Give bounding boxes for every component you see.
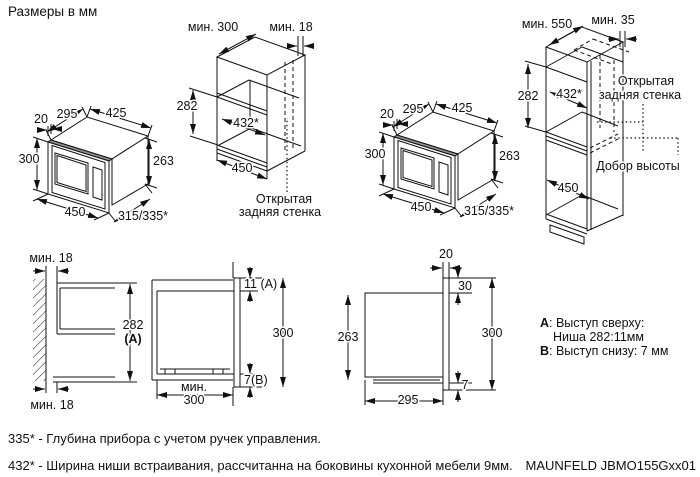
cabinet-profile <box>45 266 137 393</box>
dim-min-18-top: мин. 18 <box>29 251 72 265</box>
dim-282: 282 <box>518 89 539 103</box>
footnotes: 335* - Глубина прибора с учетом ручек уп… <box>8 431 696 473</box>
open-back-label-line1: Открытая <box>256 192 312 206</box>
dim-min-label: мин. <box>181 380 207 394</box>
dim-line-450 <box>36 198 99 219</box>
dim-11-A: 11 (A) <box>244 277 277 291</box>
dim-282: 282 <box>123 318 144 332</box>
dim-300: 300 <box>273 326 294 340</box>
wall-clearance-side-view: мин. 18 мин. 18 282 (A) <box>28 250 145 414</box>
dim-295: 295 <box>398 393 419 407</box>
legend-a-text: : Выступ сверху: <box>549 316 644 330</box>
dim-450: 450 <box>232 161 253 175</box>
dim-min-300-value: 300 <box>184 393 205 407</box>
oven-foot <box>164 368 176 375</box>
dim-line-295 <box>46 108 84 133</box>
wall-cabinet-niche-view: мин. 300 мин. 18 282 432* 450 Открытая з… <box>175 19 323 221</box>
dim-432: 432* <box>233 116 259 130</box>
dim-min-300: мин. 300 <box>188 20 238 34</box>
dim-425: 425 <box>106 106 127 120</box>
dim-line-432 <box>221 118 266 136</box>
dim-20: 20 <box>34 112 48 126</box>
open-back-dashed-lines <box>284 60 294 150</box>
dim-300: 300 <box>365 147 386 161</box>
oven-isometric-view-2: 20 295 425 300 263 450 315/335* <box>363 100 521 220</box>
dim-450: 450 <box>411 200 432 214</box>
dim-450: 450 <box>65 205 86 219</box>
dim-425: 425 <box>452 101 473 115</box>
dim-263: 263 <box>499 149 520 163</box>
oven-door-details <box>51 144 106 210</box>
dim-295: 295 <box>57 107 78 121</box>
dim-282-note-A: (A) <box>124 332 141 346</box>
oven-foot <box>212 368 224 375</box>
model-number: MAUNFELD JBMO155Gxx01 <box>526 458 697 473</box>
oven-body <box>364 292 444 378</box>
oven-side-view: 20 30 263 300 7 295 <box>336 246 504 409</box>
dim-line-450 <box>546 179 590 200</box>
legend-block: A : Выступ сверху: Ниша 282:11мм B : Выс… <box>539 315 670 360</box>
hidden-edges-dashed <box>573 38 630 154</box>
dim-263: 263 <box>153 154 174 168</box>
dim-line-min550 <box>548 25 584 46</box>
dim-300: 300 <box>19 152 40 166</box>
dim-30: 30 <box>458 279 472 293</box>
dim-line-depth <box>113 198 151 223</box>
niche-with-oven-side-view: 11 (A) 7(B) 300 мин. 300 <box>151 262 295 409</box>
page-title: Размеры в мм <box>8 4 97 19</box>
dim-20: 20 <box>439 247 453 261</box>
dim-line-425 <box>435 103 498 124</box>
dim-7: 7 <box>462 378 469 392</box>
dim-min-18-bottom: мин. 18 <box>30 398 73 412</box>
oven-door-panel <box>233 277 241 388</box>
legend-b-text: : Выступ снизу: 7 мм <box>549 344 668 358</box>
dim-300: 300 <box>482 326 503 340</box>
dim-line-450 <box>216 159 268 180</box>
open-back-label-line1: Открытая <box>618 74 674 88</box>
oven-isometric-view-1: 20 295 425 300 263 450 315/335* <box>17 105 175 225</box>
cabinet-top-face <box>544 26 625 63</box>
dim-min-550: мин. 550 <box>522 17 572 31</box>
dim-line-425 <box>89 108 152 129</box>
legend-b-label: B <box>540 344 549 358</box>
dim-line-min300 <box>218 33 257 55</box>
tall-cabinet-view: мин. 550 мин. 35 282 432* 450 Открытая з… <box>516 12 683 245</box>
dim-20: 20 <box>380 107 394 121</box>
dim-min-18: мин. 18 <box>269 20 312 34</box>
dim-line-295 <box>392 103 430 128</box>
dim-min-35: мин. 35 <box>591 13 634 27</box>
label-leaders <box>597 104 679 155</box>
dim-315-335: 315/335* <box>118 209 168 223</box>
oven-door-details <box>397 139 452 205</box>
dim-282: 282 <box>177 99 198 113</box>
dim-450: 450 <box>558 181 579 195</box>
dim-line-450 <box>382 193 445 214</box>
dim-line-432 <box>549 91 588 109</box>
height-filler-label: Добор высоты <box>596 159 680 173</box>
cabinet-top-face <box>215 36 307 76</box>
dim-263: 263 <box>338 330 359 344</box>
oven-door-panel <box>442 277 450 391</box>
dim-315-335: 315/335* <box>464 204 514 218</box>
open-back-label-line2: задняя стенка <box>239 205 321 219</box>
dim-295: 295 <box>403 102 424 116</box>
legend-a-label: A <box>540 316 549 330</box>
footnote-335: 335* - Глубина прибора с учетом ручек уп… <box>8 431 321 446</box>
dim-line-depth <box>459 193 497 218</box>
footnote-432: 432* - Ширина ниши встраивания, рассчита… <box>8 458 513 473</box>
dim-432: 432* <box>556 87 582 101</box>
dim-7-B: 7(B) <box>244 373 268 387</box>
wall-hatching <box>33 279 46 381</box>
open-back-label-line2: задняя стенка <box>599 88 681 102</box>
legend-a-line2: Ниша 282:11мм <box>553 330 644 344</box>
